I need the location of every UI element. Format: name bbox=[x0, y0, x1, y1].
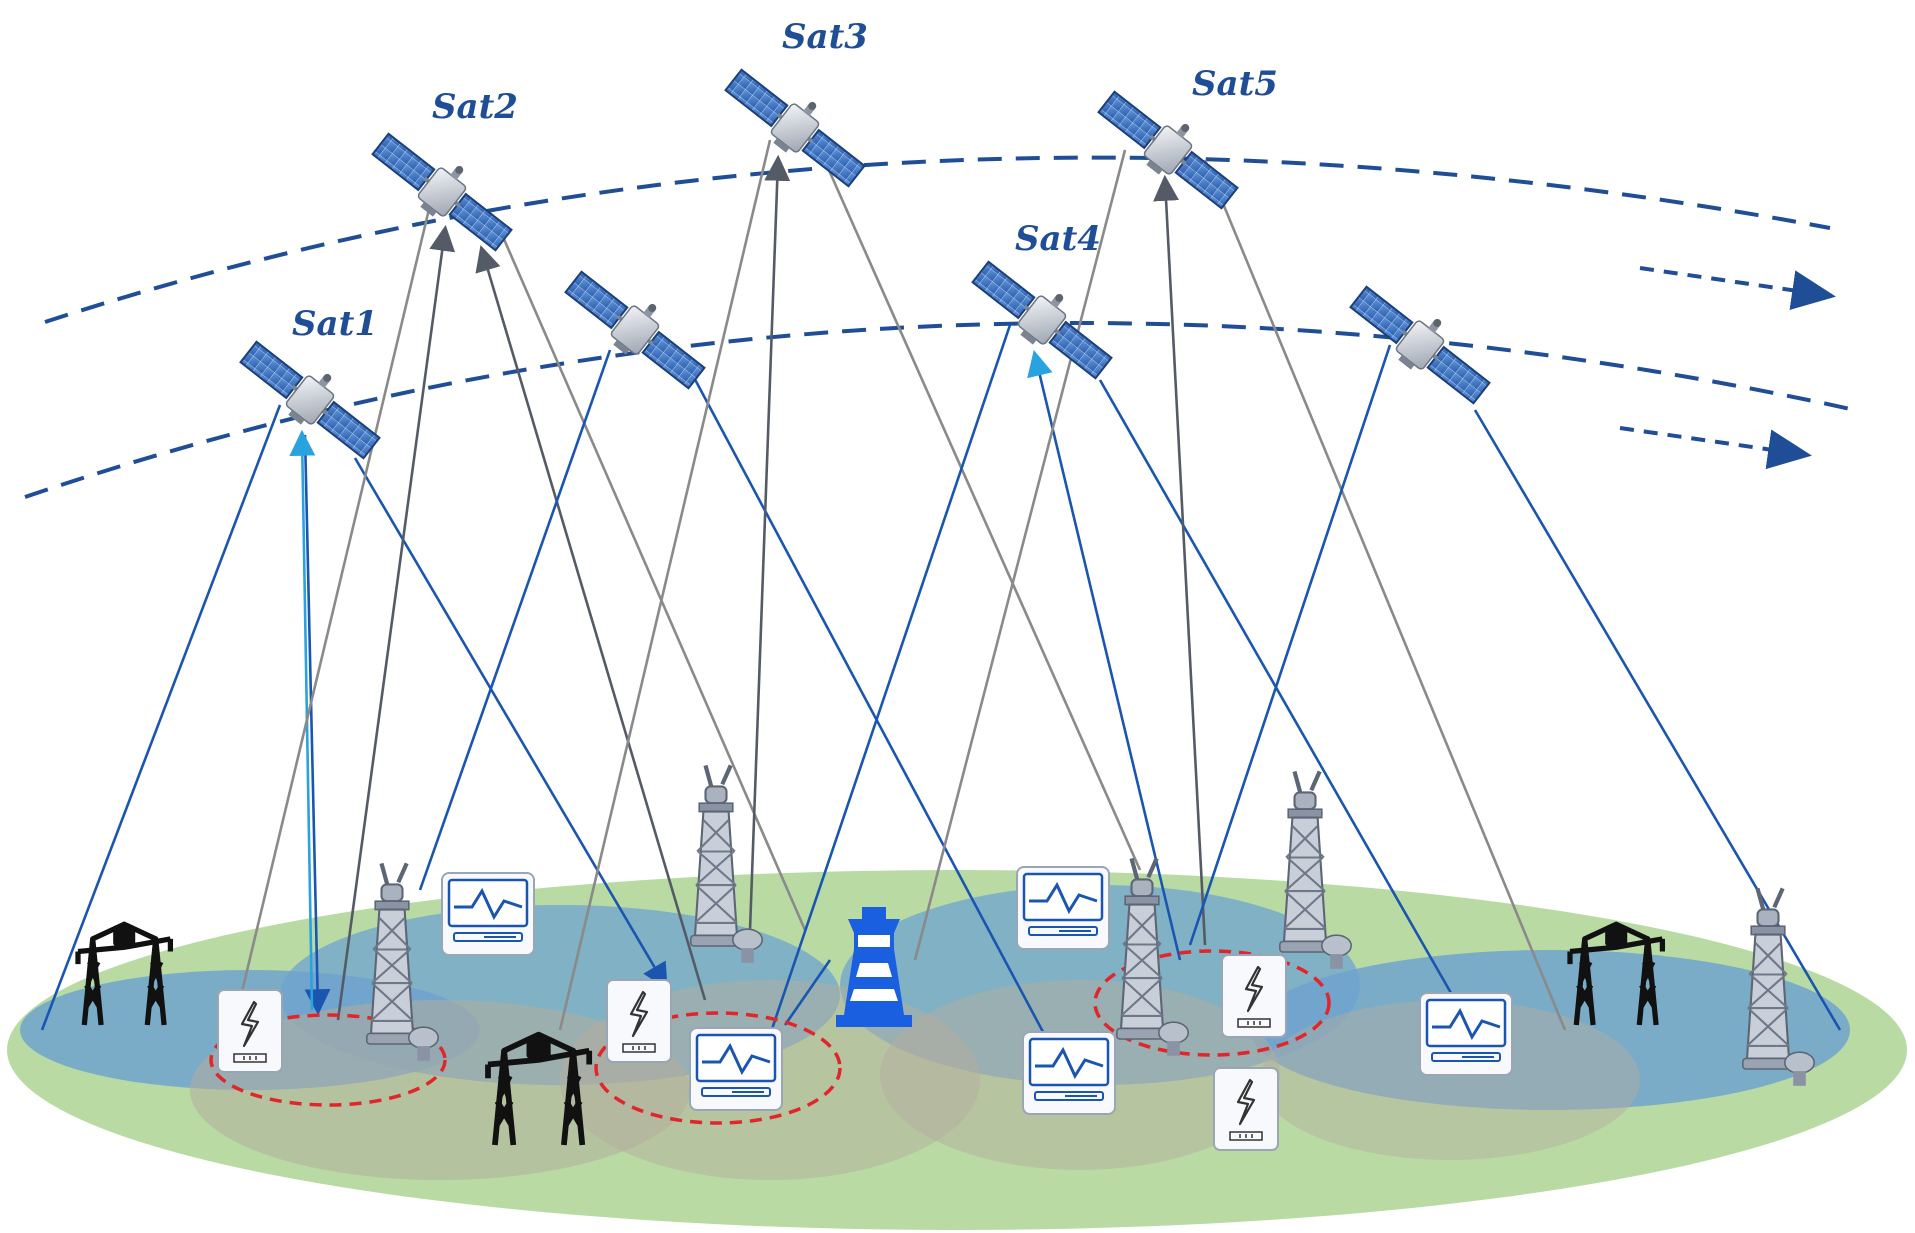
communication-links bbox=[40, 139, 1842, 1046]
power-terminal-icon bbox=[1220, 953, 1288, 1039]
cluster-ring-3 bbox=[1093, 949, 1331, 1057]
satellite-icon bbox=[964, 245, 1125, 389]
satellite-label-1: Sat1 bbox=[292, 304, 378, 344]
link-sat3-pylon bbox=[558, 139, 772, 1031]
satellite-icon bbox=[717, 53, 878, 197]
satellite-labels: Sat1 Sat2 Sat3 Sat4 Sat5 bbox=[292, 17, 1278, 344]
link-mid-sat-tower bbox=[418, 349, 612, 891]
cluster-ring-1 bbox=[209, 1013, 447, 1107]
link-hub-monitor bbox=[783, 959, 832, 1026]
link-sat1-pylon-left bbox=[40, 404, 282, 1031]
monitor-terminal-icon bbox=[1418, 991, 1514, 1077]
link-sat1-monitor bbox=[353, 457, 668, 990]
orbit-lower bbox=[24, 321, 1856, 499]
cluster-rings bbox=[209, 949, 1331, 1125]
coverage-area-4 bbox=[1250, 950, 1850, 1110]
power-terminal-icon bbox=[605, 978, 673, 1064]
link-right-sat-cluster bbox=[1188, 344, 1392, 946]
link-sat4-monitor bbox=[768, 324, 1012, 1036]
link-sat3-tower bbox=[818, 149, 1142, 871]
link-ground-sat3 bbox=[748, 154, 791, 931]
monitor-terminal-icon bbox=[440, 871, 536, 957]
cluster-ring-2 bbox=[594, 1011, 842, 1125]
satellite-label-2: Sat2 bbox=[432, 87, 518, 127]
monitor-terminal-icon bbox=[688, 1026, 784, 1112]
link-ground-sat2-b bbox=[475, 245, 707, 1001]
ground-plane bbox=[7, 870, 1907, 1230]
orbit-direction-arrow-2 bbox=[1619, 426, 1812, 470]
link-sat4-monitor-right bbox=[1098, 379, 1457, 1001]
lighthouse-hub-icon bbox=[836, 907, 912, 1027]
orbit-direction-arrow-1 bbox=[1639, 266, 1836, 311]
satellite-icon bbox=[1342, 270, 1503, 414]
satellite-icon bbox=[232, 325, 393, 469]
coverage-overlap-4 bbox=[1260, 1000, 1640, 1160]
ground-equipment bbox=[78, 765, 1814, 1152]
link-sat2-power-terminal bbox=[238, 204, 432, 1001]
link-sat5-lighthouse bbox=[913, 149, 1127, 961]
power-terminal-icon bbox=[1212, 1066, 1280, 1152]
satellite-label-4: Sat4 bbox=[1015, 219, 1101, 259]
link-ground-sat2-a bbox=[336, 224, 456, 1021]
satellite-label-5: Sat5 bbox=[1192, 64, 1278, 104]
power-terminal-icon bbox=[216, 988, 284, 1074]
satellite-constellation bbox=[232, 53, 1503, 469]
link-mid-sat-monitor bbox=[688, 369, 1052, 1046]
link-ground-sat5 bbox=[1153, 174, 1207, 946]
satellite-icon bbox=[557, 255, 718, 399]
monitor-terminal-icon bbox=[1021, 1030, 1117, 1116]
link-sat5-pylon-right bbox=[1203, 159, 1567, 1031]
orbit-paths bbox=[24, 155, 1856, 499]
link-sat1-terminal bbox=[303, 434, 331, 1016]
satellite-label-3: Sat3 bbox=[782, 17, 868, 57]
monitor-terminal-icon bbox=[1015, 865, 1111, 951]
orbit-upper bbox=[44, 155, 1831, 324]
